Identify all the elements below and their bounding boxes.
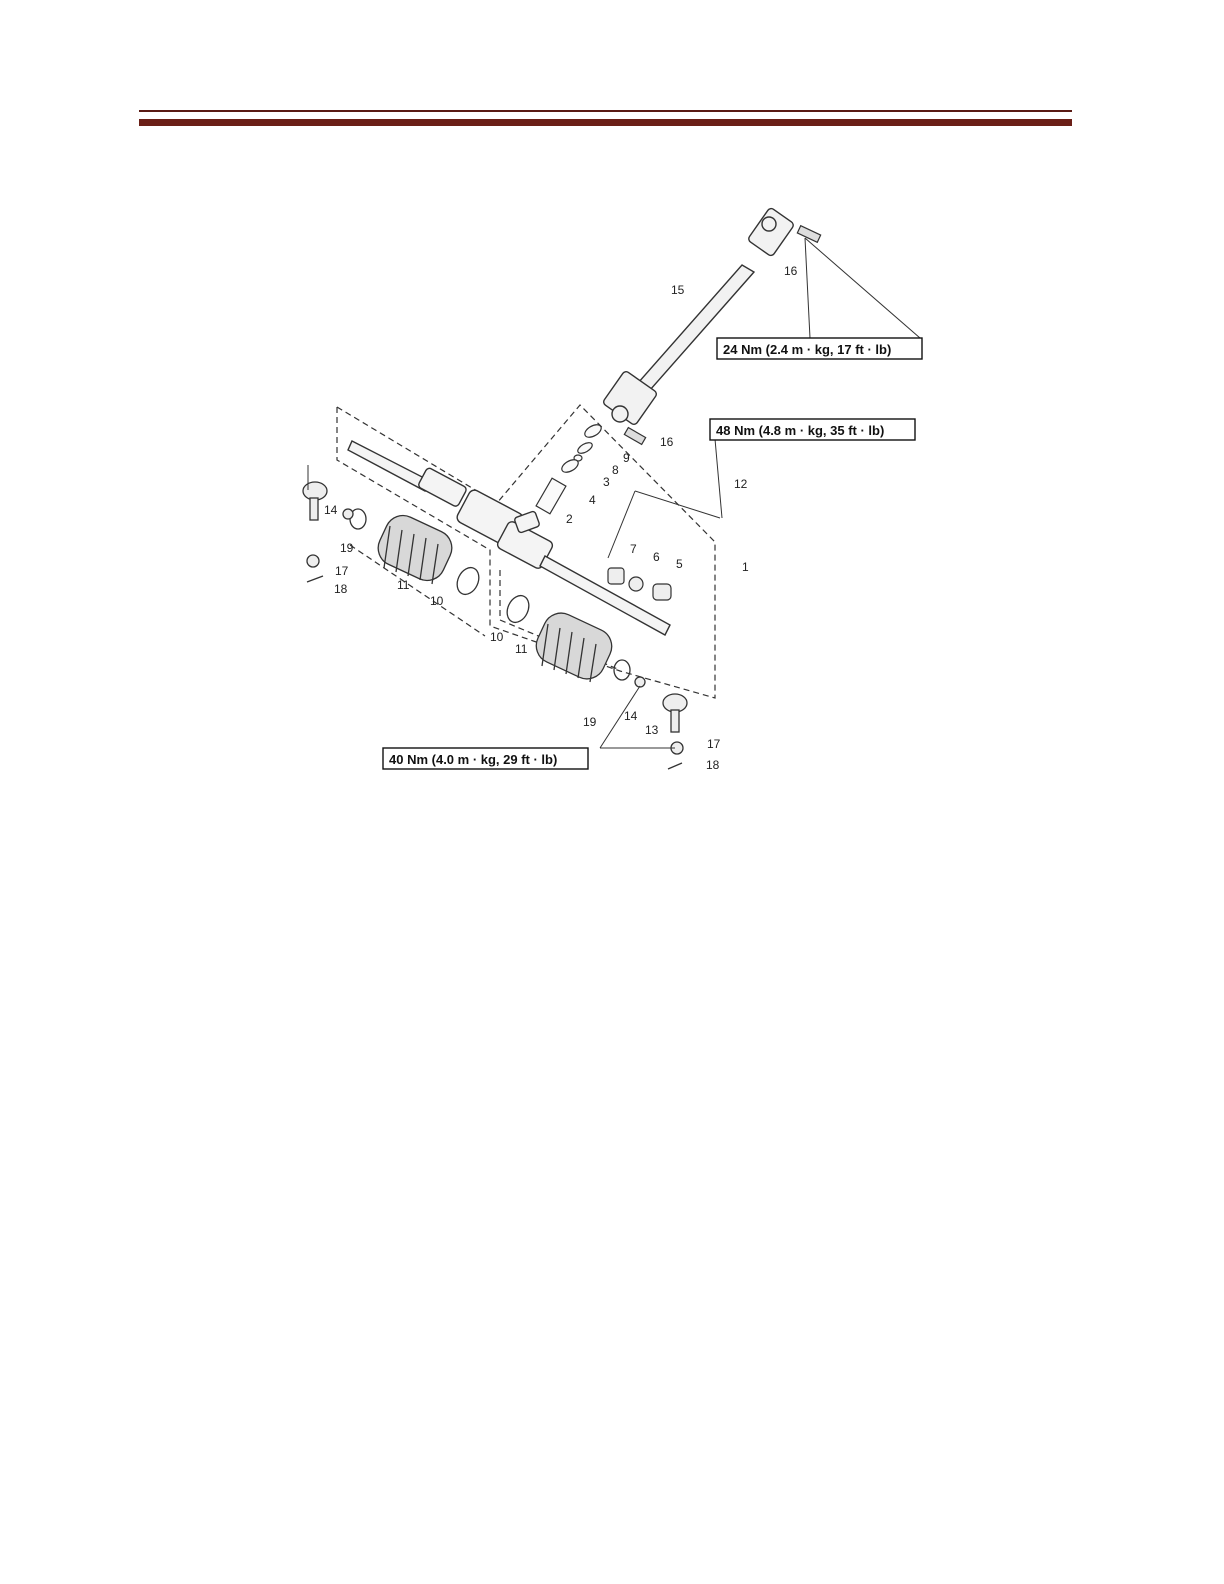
callout-11a: 11	[397, 578, 410, 592]
callout-16a: 16	[784, 264, 798, 278]
callout-12: 12	[734, 477, 748, 491]
steering-rack-exploded-diagram: 24 Nm (2.4 m · kg, 17 ft · lb) 48 Nm (4.…	[290, 200, 940, 790]
callout-15: 15	[671, 283, 685, 297]
svg-text:24 Nm (2.4 m · kg, 17 ft · lb): 24 Nm (2.4 m · kg, 17 ft · lb)	[723, 342, 891, 357]
callout-8: 8	[612, 463, 619, 477]
callout-1: 1	[742, 560, 749, 574]
callout-3: 3	[603, 475, 610, 489]
callout-18a: 18	[334, 582, 348, 596]
callout-18b: 18	[706, 758, 720, 772]
callout-7: 7	[630, 542, 637, 556]
callout-16b: 16	[660, 435, 674, 449]
tie-rod-end-right	[635, 677, 687, 769]
svg-text:48 Nm (4.8 m · kg, 35 ft · lb): 48 Nm (4.8 m · kg, 35 ft · lb)	[716, 423, 884, 438]
callout-5: 5	[676, 557, 683, 571]
callout-2: 2	[566, 512, 573, 526]
callout-14b: 14	[624, 709, 638, 723]
torque-box-48: 48 Nm (4.8 m · kg, 35 ft · lb)	[710, 419, 915, 440]
callout-4: 4	[589, 493, 596, 507]
callout-19a: 19	[340, 541, 354, 555]
callout-9: 9	[623, 451, 630, 465]
torque-box-40: 40 Nm (4.0 m · kg, 29 ft · lb)	[383, 748, 588, 769]
callout-6: 6	[653, 550, 660, 564]
callout-13: 13	[645, 723, 659, 737]
steering-shaft	[602, 207, 795, 426]
callout-11b: 11	[515, 642, 528, 656]
bolt-16-upper	[797, 226, 820, 243]
callout-19b: 19	[583, 715, 597, 729]
bolt-16-lower	[624, 428, 645, 445]
callout-10a: 10	[430, 594, 444, 608]
callout-17b: 17	[707, 737, 721, 751]
bellows-left	[372, 510, 457, 587]
header-rule-thick	[139, 119, 1072, 126]
callout-10b: 10	[490, 630, 504, 644]
callout-17a: 17	[335, 564, 349, 578]
callout-14a: 14	[324, 503, 338, 517]
header-rule-thin	[139, 110, 1072, 112]
svg-text:40 Nm (4.0 m · kg, 29 ft · lb): 40 Nm (4.0 m · kg, 29 ft · lb)	[389, 752, 557, 767]
torque-box-24: 24 Nm (2.4 m · kg, 17 ft · lb)	[717, 338, 922, 359]
bellows-right	[530, 607, 617, 685]
